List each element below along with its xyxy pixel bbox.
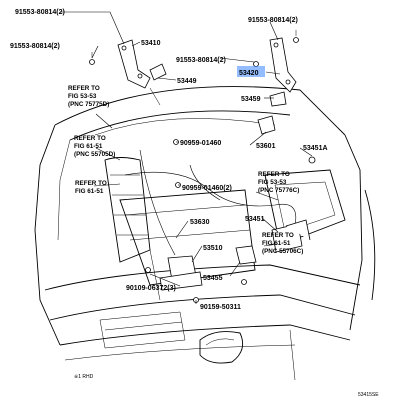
label-91553-d: 91553-80814(2) xyxy=(176,57,226,64)
svg-text:REFER TO: REFER TO xyxy=(75,180,107,187)
ref-note-5: REFER TO FIG 61-51 (PNC 55706C) xyxy=(262,232,303,255)
svg-text:REFER TO: REFER TO xyxy=(68,85,100,92)
diagram-code: 53415SE xyxy=(358,392,379,398)
hood-hinge-right xyxy=(269,37,297,107)
label-53455: 53455 xyxy=(203,275,223,282)
label-53410: 53410 xyxy=(141,40,161,47)
label-91553-b: 91553-80814(2) xyxy=(10,43,60,50)
label-90159: 90159-50311 xyxy=(200,304,241,311)
vehicle-front-outline xyxy=(34,86,376,381)
svg-text:FIG 61-51: FIG 61-51 xyxy=(262,240,291,247)
label-91553-c: 91553-80814(2) xyxy=(248,17,298,24)
highlight-53420 xyxy=(237,66,265,77)
footnote-rhd: ※1 RHD xyxy=(74,374,94,380)
label-53451a: 53451A xyxy=(303,145,328,152)
svg-text:FIG 61-51: FIG 61-51 xyxy=(74,143,103,150)
label-91553-a: 91553-80814(2) xyxy=(15,9,65,16)
catch-53601 xyxy=(257,115,276,135)
label-90109: 90109-06372(3) xyxy=(126,285,176,292)
svg-text:REFER TO: REFER TO xyxy=(258,171,290,178)
label-90959-01460: 90959-01460 xyxy=(180,140,221,147)
part-labels: 91553-80814(2) 91553-80814(2) 91553-8081… xyxy=(10,9,328,311)
lock-control-53455 xyxy=(235,245,257,285)
label-90959-01460-2: 90959-01460(2) xyxy=(182,185,232,192)
hood-support-rod xyxy=(139,149,176,256)
ref-note-3: REFER TO FIG 61-51 xyxy=(75,180,107,195)
ref-note-2: REFER TO FIG 61-51 (PNC 55705D) xyxy=(74,135,115,158)
leader-lines xyxy=(60,11,313,304)
label-53630: 53630 xyxy=(190,219,210,226)
svg-text:FIG 53-53: FIG 53-53 xyxy=(68,93,97,100)
label-53459: 53459 xyxy=(241,96,261,103)
label-53420: 53420 xyxy=(239,70,259,77)
svg-text:REFER TO: REFER TO xyxy=(262,232,294,239)
svg-text:FIG 61-51: FIG 61-51 xyxy=(75,188,104,195)
label-53449: 53449 xyxy=(177,78,197,85)
label-53510: 53510 xyxy=(203,245,223,252)
cushion-53451A xyxy=(308,156,316,164)
ref-note-4: REFER TO FIG 53-53 (PNC 75776C) xyxy=(258,171,299,194)
svg-text:REFER TO: REFER TO xyxy=(74,135,106,142)
svg-text:(PNC 55706C): (PNC 55706C) xyxy=(262,248,303,255)
ref-note-1: REFER TO FIG 53-53 (PNC 75775D) xyxy=(68,85,109,108)
svg-text:(PNC 75776C): (PNC 75776C) xyxy=(258,187,299,194)
svg-text:FIG 53-53: FIG 53-53 xyxy=(258,179,287,186)
hood-lock xyxy=(159,255,203,291)
svg-text:(PNC 75775D): (PNC 75775D) xyxy=(68,101,109,108)
hood-hinge-left xyxy=(117,39,167,89)
label-53451: 53451 xyxy=(245,216,265,223)
svg-text:(PNC 55705D): (PNC 55705D) xyxy=(74,151,115,158)
label-53601: 53601 xyxy=(256,143,276,150)
